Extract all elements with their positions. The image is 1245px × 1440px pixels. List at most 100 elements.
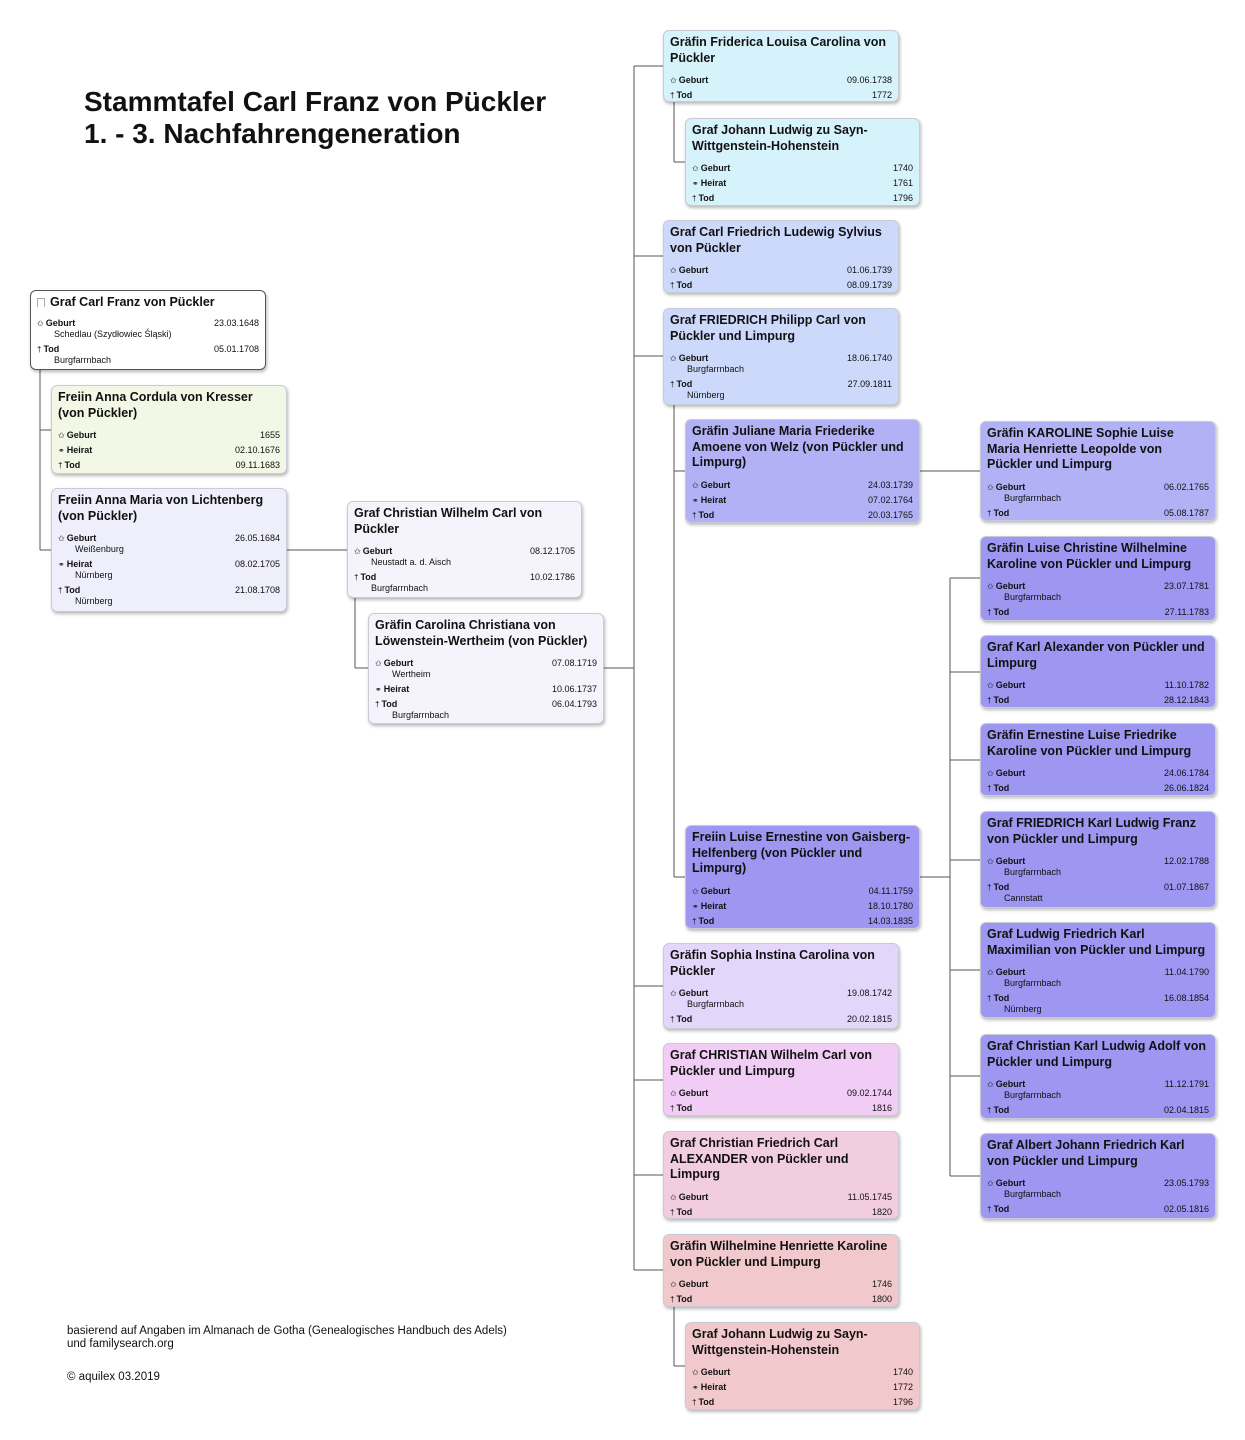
person-name-text: Gräfin Sophia Instina Carolina von Pückl… — [670, 948, 875, 978]
person-name: Gräfin Friderica Louisa Carolina von Püc… — [670, 35, 892, 66]
person-name: Graf FRIEDRICH Philipp Carl von Pückler … — [670, 313, 892, 344]
person-card-carolina[interactable]: Gräfin Carolina Christiana von Löwenstei… — [368, 613, 604, 724]
person-name: Graf Albert Johann Friedrich Karl von Pü… — [987, 1138, 1209, 1169]
death-cross-icon: † — [37, 344, 42, 354]
person-card-johann-ludwig-1[interactable]: Graf Johann Ludwig zu Sayn-Wittgenstein-… — [685, 118, 920, 206]
person-name-text: Graf Johann Ludwig zu Sayn-Wittgenstein-… — [692, 1327, 868, 1357]
death-cross-icon: † — [987, 696, 992, 705]
event-label: Tod — [676, 379, 693, 389]
event-place: Nürnberg — [687, 390, 725, 400]
person-card-juliane[interactable]: Gräfin Juliane Maria Friederike Amoene v… — [685, 419, 920, 523]
birth-star-icon: ✩ — [58, 534, 65, 543]
person-name: Graf Christian Karl Ludwig Adolf von Püc… — [987, 1039, 1209, 1070]
person-name-text: Gräfin Juliane Maria Friederike Amoene v… — [692, 424, 904, 469]
event-date: 11.10.1782 — [1164, 680, 1209, 690]
person-name-text: Graf Karl Alexander von Pückler und Limp… — [987, 640, 1205, 670]
person-card-christian-karl[interactable]: Graf Christian Karl Ludwig Adolf von Püc… — [980, 1034, 1216, 1119]
person-card-friedrich-karl[interactable]: Graf FRIEDRICH Karl Ludwig Franz von Püc… — [980, 811, 1216, 908]
event-label: Tod — [993, 607, 1010, 617]
birth-star-icon: ✩ — [670, 1280, 677, 1289]
event-place: Weißenburg — [75, 544, 124, 554]
title-line-2: 1. - 3. Nachfahrengeneration — [84, 118, 461, 149]
death-cross-icon: † — [375, 700, 380, 709]
event-label: Tod — [381, 699, 398, 709]
death-cross-icon: † — [58, 586, 63, 595]
person-name-text: Freiin Anna Maria von Lichtenberg (von P… — [58, 493, 264, 523]
person-card-johann-ludwig-2[interactable]: Graf Johann Ludwig zu Sayn-Wittgenstein-… — [685, 1322, 920, 1410]
person-card-alexander[interactable]: Graf Christian Friedrich Carl ALEXANDER … — [663, 1131, 899, 1219]
event-label: Geburt — [678, 265, 709, 275]
event-label: Heirat — [700, 494, 727, 505]
person-name-text: Graf Carl Franz von Pückler — [50, 295, 215, 309]
person-name: Gräfin Ernestine Luise Friedrike Karolin… — [987, 728, 1209, 759]
person-name-text: Gräfin Carolina Christiana von Löwenstei… — [375, 618, 588, 648]
event-label: Tod — [993, 882, 1010, 892]
person-name: Graf Carl Franz von Pückler — [37, 295, 259, 311]
event-label: Heirat — [66, 559, 93, 569]
person-card-christian-wilhelm-2[interactable]: Graf CHRISTIAN Wilhelm Carl von Pückler … — [663, 1043, 899, 1116]
person-card-ludwig-friedrich[interactable]: Graf Ludwig Friedrich Karl Maximilian vo… — [980, 922, 1216, 1018]
person-card-anna-cordula[interactable]: Freiin Anna Cordula von Kresser (von Püc… — [51, 385, 287, 474]
event-place: Burgfarrnbach — [1004, 492, 1062, 503]
person-name: Freiin Luise Ernestine von Gaisberg-Helf… — [692, 830, 913, 877]
birth-star-icon: ✩ — [670, 1192, 677, 1202]
event-date: 24.03.1739 — [867, 479, 913, 490]
person-card-karl-alexander[interactable]: Graf Karl Alexander von Pückler und Limp… — [980, 635, 1216, 708]
person-card-christian-wilhelm[interactable]: Graf Christian Wilhelm Carl von Pückler✩… — [347, 501, 582, 598]
event-label: Tod — [676, 280, 693, 290]
person-card-anna-maria[interactable]: Freiin Anna Maria von Lichtenberg (von P… — [51, 488, 287, 612]
event-place: Burgfarrnbach — [1004, 1090, 1062, 1100]
birth-star-icon: ✩ — [37, 318, 44, 328]
event-date: 09.11.1683 — [235, 460, 280, 470]
event-label: Geburt — [995, 1079, 1026, 1089]
event-date: 1816 — [871, 1103, 892, 1113]
footer: basierend auf Angaben im Almanach de Got… — [67, 1325, 507, 1384]
person-name: Gräfin Carolina Christiana von Löwenstei… — [375, 618, 597, 649]
person-card-ernestine[interactable]: Gräfin Ernestine Luise Friedrike Karolin… — [980, 723, 1216, 796]
person-card-friderica[interactable]: Gräfin Friderica Louisa Carolina von Püc… — [663, 30, 899, 102]
person-card-albert[interactable]: Graf Albert Johann Friedrich Karl von Pü… — [980, 1133, 1216, 1219]
event-label: Tod — [64, 585, 81, 595]
event-date: 1796 — [892, 193, 913, 203]
event-label: Geburt — [678, 1191, 709, 1202]
person-card-friedrich-philipp[interactable]: Graf FRIEDRICH Philipp Carl von Pückler … — [663, 308, 899, 405]
person-card-carl-friedrich[interactable]: Graf Carl Friedrich Ludewig Sylvius von … — [663, 220, 899, 293]
event-label: Heirat — [383, 684, 410, 694]
event-date: 20.03.1765 — [867, 509, 913, 520]
event-date: 09.06.1738 — [846, 75, 892, 85]
event-place: Cannstatt — [1004, 893, 1043, 903]
event-place: Burgfarrnbach — [371, 583, 429, 593]
death-cross-icon: † — [670, 380, 675, 389]
event-label: Geburt — [383, 658, 414, 668]
event-label: Tod — [676, 1103, 693, 1113]
event-date: 1746 — [871, 1279, 892, 1289]
death-cross-icon: † — [670, 91, 675, 100]
person-card-sophia[interactable]: Gräfin Sophia Instina Carolina von Pückl… — [663, 943, 899, 1029]
person-card-karoline[interactable]: Gräfin KAROLINE Sophie Luise Maria Henri… — [980, 421, 1216, 521]
person-name-text: Graf CHRISTIAN Wilhelm Carl von Pückler … — [670, 1048, 872, 1078]
event-label: Geburt — [995, 581, 1026, 591]
event-label: Geburt — [995, 680, 1026, 690]
birth-star-icon: ✩ — [987, 968, 994, 977]
person-card-wilhelmine[interactable]: Gräfin Wilhelmine Henriette Karoline von… — [663, 1234, 899, 1307]
source-note-line-2: und familysearch.org — [67, 1338, 174, 1350]
event-place: Nürnberg — [75, 570, 113, 580]
person-card-luise-ernestine[interactable]: Freiin Luise Ernestine von Gaisberg-Helf… — [685, 825, 920, 929]
person-card-luise-christine[interactable]: Gräfin Luise Christine Wilhelmine Karoli… — [980, 536, 1216, 621]
person-name: Gräfin Wilhelmine Henriette Karoline von… — [670, 1239, 892, 1270]
